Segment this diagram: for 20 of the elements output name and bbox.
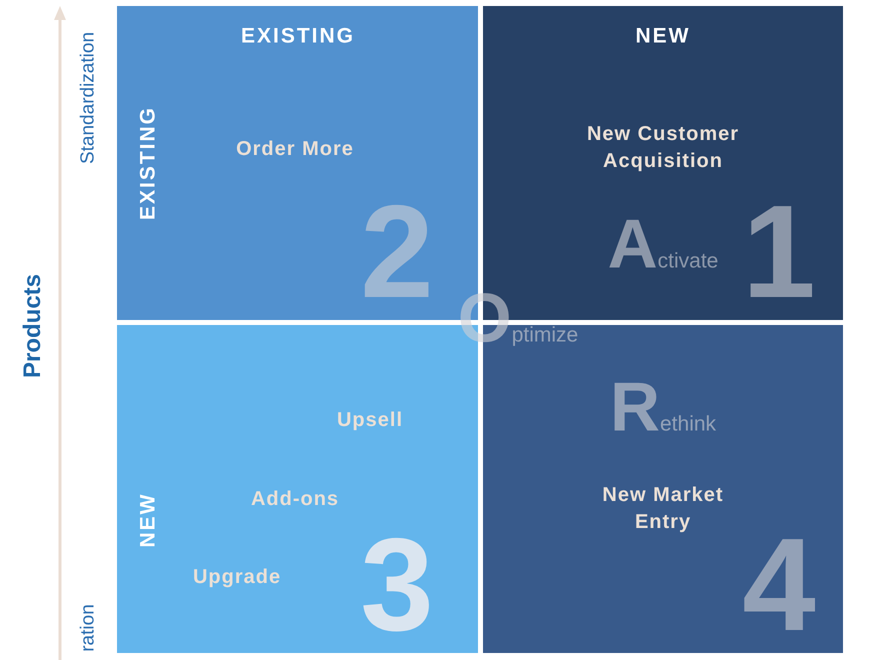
- row-header: EXISTING: [138, 106, 158, 220]
- strategy-word: Optimize: [458, 283, 578, 353]
- quadrant-number: 3: [360, 519, 434, 651]
- strategy-word: Rethink: [610, 372, 716, 442]
- axis-label: Standardization: [78, 32, 98, 164]
- column-header: NEW: [636, 26, 690, 46]
- quadrant-label: New Market Entry: [601, 483, 725, 535]
- quadrant-number: 4: [742, 519, 816, 651]
- quadrant-label: New Customer Acquisition: [586, 122, 740, 174]
- axis-label: Products: [21, 274, 45, 378]
- axis-label: ration: [78, 604, 98, 652]
- column-header: EXISTING: [240, 26, 356, 46]
- quadrant-label: Upgrade: [192, 567, 282, 587]
- quadrant-label: Order More: [236, 139, 354, 159]
- quadrant-label: Upsell: [336, 410, 404, 430]
- quadrant-number: 1: [742, 186, 816, 318]
- strategy-word: Activate: [608, 209, 718, 279]
- quadrant-number: 2: [360, 186, 434, 318]
- row-header: NEW: [138, 492, 158, 548]
- quadrant-label: Add-ons: [250, 489, 340, 509]
